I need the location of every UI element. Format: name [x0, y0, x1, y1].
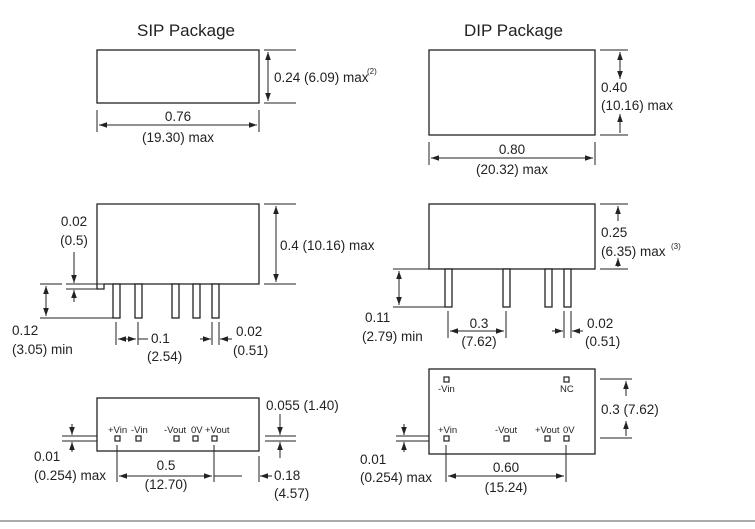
sip-pad-vin-minus [135, 435, 142, 442]
sip-side-height-label: 0.4 (10.16) max [280, 238, 375, 253]
sip-standoff-label: 0.02 [61, 214, 87, 229]
sip-standoff-sub: (0.5) [60, 233, 88, 248]
sip-pin-label-vin-minus: -Vin [131, 425, 148, 436]
sip-tol-label: 0.01 [34, 449, 60, 464]
sip-edge-sub: (4.57) [274, 486, 309, 501]
sip-pad-vout-minus [173, 435, 180, 442]
sip-pad-vout-plus [211, 435, 218, 442]
dip-pinwidth-label: 0.02 [587, 316, 613, 331]
sip-bottom-body [96, 397, 260, 452]
dip-tol-sub: (0.254) max [360, 470, 432, 485]
dip-bottom-view: -Vin NC +Vin -Vout +Vout 0V 0.3 (7.62) 0… [360, 368, 659, 495]
sip-side-body [96, 203, 260, 290]
dip-pin-1 [444, 268, 453, 308]
dip-pad-vout-minus [503, 435, 510, 442]
sip-pad-vin-plus [114, 435, 121, 442]
dip-pin-label-vout-minus: -Vout [495, 425, 518, 436]
sip-top-width-label: 0.76 [165, 109, 191, 124]
sip-pad-0v [192, 435, 199, 442]
sip-pinlen-label: 0.12 [12, 323, 38, 338]
sip-pinwidth-sub: (0.51) [233, 343, 268, 358]
dip-span-label: 0.60 [493, 460, 519, 475]
dip-pad-0v [563, 435, 570, 442]
sip-top-height-label: 0.24 (6.09) max [274, 70, 369, 85]
sip-pin-label-vout-minus: -Vout [164, 425, 187, 436]
sip-pin-label-vin-plus: +Vin [108, 425, 127, 436]
sip-pitch-sub: (2.54) [147, 349, 182, 364]
sip-pitch-label: 0.1 [151, 331, 170, 346]
sip-top-height-sup: (2) [367, 67, 377, 76]
sip-pin-label-0v: 0V [191, 425, 203, 436]
sip-top-view: 0.24 (6.09) max (2) 0.76 (19.30) max [96, 49, 377, 145]
dip-title: DIP Package [464, 21, 563, 40]
sip-pin-5 [211, 283, 220, 319]
dip-top-height-sub: (10.16) max [601, 98, 673, 113]
sip-tol-sub: (0.254) max [34, 468, 106, 483]
dip-pitch-sub: (7.62) [461, 334, 496, 349]
sip-pinwidth-label: 0.02 [236, 324, 262, 339]
dip-top-width-sub: (20.32) max [476, 162, 548, 177]
dip-pinlen-sub: (2.79) min [362, 329, 423, 344]
dip-tol-label: 0.01 [360, 452, 386, 467]
dip-pin-label-nc: NC [560, 384, 574, 395]
dip-top-view: 0.40 (10.16) max 0.80 (20.32) max [428, 49, 673, 177]
sip-top-width-sub: (19.30) max [142, 130, 214, 145]
sip-edge-label: 0.18 [274, 468, 300, 483]
dip-pad-vin-minus [443, 376, 450, 383]
sip-span-label: 0.5 [157, 458, 176, 473]
sip-rowoffset-label: 0.055 (1.40) [266, 398, 339, 413]
dip-rowspan-label: 0.3 (7.62) [601, 402, 659, 417]
dip-pad-vin-plus [443, 435, 450, 442]
dip-side-view: 0.25 (6.35) max (3) 0.11 (2.79) min 0.3 … [362, 203, 681, 349]
dip-top-width-label: 0.80 [499, 142, 525, 157]
dip-side-body [428, 203, 596, 270]
sip-bottom-view: +Vin -Vin -Vout 0V +Vout 0.055 (1.40) 0.… [34, 397, 339, 501]
dip-pin-label-vin-plus: +Vin [438, 425, 457, 436]
dip-side-height-sup: (3) [671, 242, 681, 251]
sip-span-sub: (12.70) [145, 477, 188, 492]
sip-pin-2 [134, 283, 143, 319]
dip-side-height-label: 0.25 [601, 225, 627, 240]
dip-span-sub: (15.24) [485, 480, 528, 495]
sip-pinlen-sub: (3.05) min [12, 342, 73, 357]
sip-pin-3 [171, 283, 180, 319]
dip-pin-3 [544, 268, 553, 308]
sip-top-body [96, 49, 260, 104]
dip-pinwidth-sub: (0.51) [585, 334, 620, 349]
dip-top-height-label: 0.40 [601, 80, 627, 95]
dip-pad-vout-plus [544, 435, 551, 442]
dip-pin-label-0v: 0V [563, 425, 575, 436]
dip-pin-label-vout-plus: +Vout [535, 425, 560, 436]
dip-pinlen-label: 0.11 [365, 310, 390, 325]
dip-pitch-label: 0.3 [470, 316, 489, 331]
dip-pin-2 [502, 268, 511, 308]
dip-pin-4 [563, 268, 572, 308]
sip-pin-label-vout-plus: +Vout [205, 425, 230, 436]
dip-top-body [428, 49, 596, 136]
sip-pin-1 [112, 283, 121, 319]
dip-bottom-body [428, 368, 596, 455]
dip-side-height-sub: (6.35) max [601, 244, 666, 259]
sip-pin-4 [192, 283, 201, 319]
sip-title: SIP Package [137, 21, 235, 40]
sip-side-view: 0.4 (10.16) max 0.02 (0.5) 0.12 (3.05) m… [12, 203, 375, 364]
dip-pin-label-vin-minus: -Vin [438, 384, 455, 395]
dip-pad-nc [563, 376, 570, 383]
